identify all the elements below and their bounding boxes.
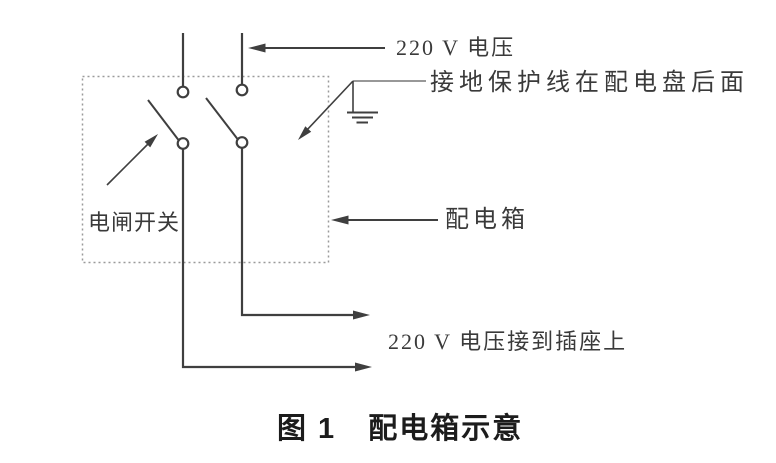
switch-arrowhead <box>144 134 158 148</box>
supply-arrowhead <box>248 43 266 53</box>
supply-voltage-arrow <box>248 43 385 53</box>
right-circuit <box>205 33 370 320</box>
ground-leader-arrow <box>298 80 426 140</box>
left-top-contact <box>176 85 190 99</box>
switch-arrow-shaft <box>106 143 149 186</box>
figure-number: 图 1 <box>277 413 337 445</box>
label-socket-voltage: 220 V 电压接到插座上 <box>388 329 628 354</box>
left-output-arrowhead <box>355 362 372 372</box>
label-main-switch: 电闸开关 <box>88 210 181 235</box>
ground-arrow-shaft <box>305 80 354 132</box>
figure-title: 配电箱示意 <box>368 413 524 445</box>
right-switch-blade <box>205 97 239 140</box>
switch-label-arrow <box>106 134 158 186</box>
label-distribution-box: 配电箱 <box>445 207 529 233</box>
right-wire-bottom <box>240 148 354 317</box>
box-arrowhead <box>331 215 349 225</box>
right-top-contact <box>235 83 249 97</box>
earth-ground-icon <box>347 81 378 124</box>
distribution-box-outline <box>81 75 330 264</box>
left-switch-blade <box>147 99 180 141</box>
left-wire-bottom <box>181 149 356 369</box>
left-circuit <box>147 33 372 372</box>
figure-caption: 图 1 配电箱示意 <box>277 413 524 446</box>
label-ground-note: 接地保护线在配电盘后面 <box>430 70 749 96</box>
ground-arrowhead <box>298 126 312 140</box>
left-bottom-contact <box>176 137 190 150</box>
right-bottom-contact <box>235 136 249 149</box>
right-output-arrowhead <box>353 310 370 320</box>
label-supply-voltage: 220 V 电压 <box>396 35 516 60</box>
box-label-arrow <box>331 215 438 225</box>
